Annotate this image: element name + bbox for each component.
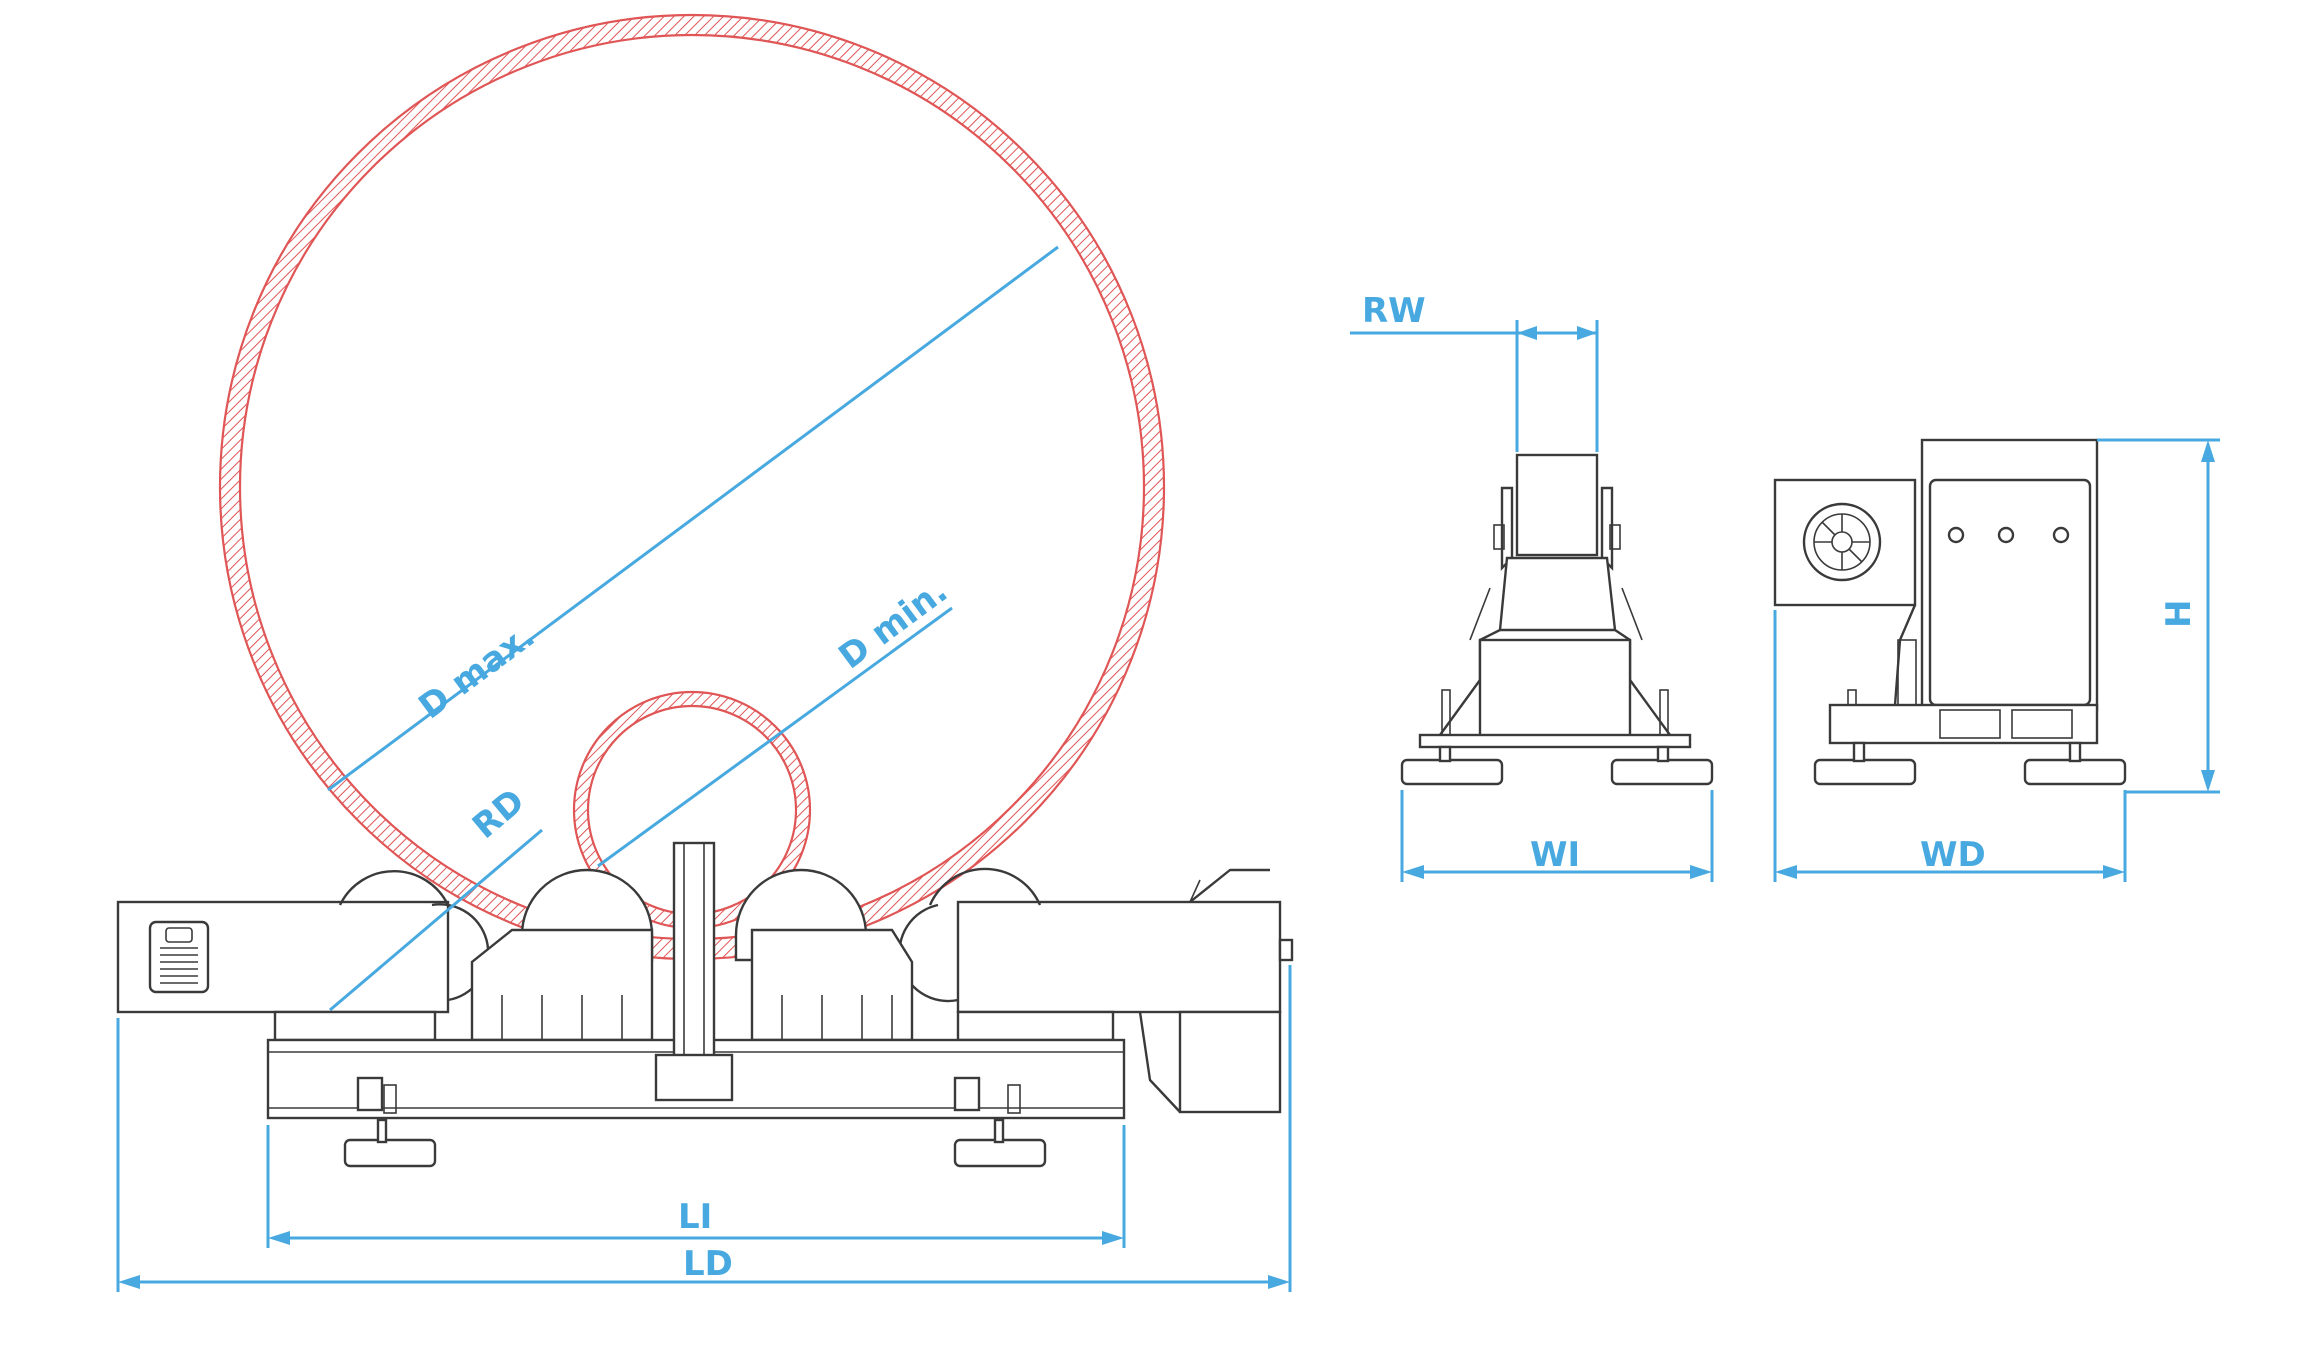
label-rd: RD	[465, 781, 532, 847]
side-view: RW WI	[1350, 291, 1714, 882]
dimension-h: H	[2097, 438, 2220, 794]
pipe-max	[218, 13, 1166, 961]
indicator-2	[1997, 526, 2015, 544]
dimension-wd: WD	[1773, 610, 2127, 882]
roller-brackets	[273, 928, 1115, 1042]
label-wd: WD	[1920, 835, 1986, 875]
side-foot-right	[1610, 758, 1714, 786]
end-foot-right	[2023, 758, 2127, 786]
front-view: D max. D min. RD LI LD	[116, 13, 1294, 1292]
label-d-min: D min.	[832, 571, 956, 677]
label-d-max: D max.	[412, 616, 543, 728]
side-roller	[1515, 453, 1599, 557]
side-foot-left	[1400, 758, 1504, 786]
dimension-ld: LD	[116, 965, 1292, 1292]
end-view: H WD	[1773, 438, 2220, 882]
end-base	[1828, 703, 2099, 745]
dimension-d-min: D min.	[597, 571, 956, 868]
dimension-wi: WI	[1400, 790, 1714, 882]
right-motor-box	[956, 868, 1294, 1114]
front-feet	[343, 1076, 1047, 1168]
label-h: H	[2159, 600, 2199, 628]
side-base	[1418, 733, 1692, 749]
indicator-1	[1947, 526, 1965, 544]
label-wi: WI	[1530, 835, 1580, 875]
dimension-d-max: D max.	[327, 245, 1059, 792]
end-foot-left	[1813, 758, 1917, 786]
side-body	[1478, 638, 1632, 742]
center-post	[654, 841, 734, 1102]
indicator-3	[2052, 526, 2070, 544]
dimension-rw: RW	[1350, 291, 1599, 452]
label-li: LI	[678, 1197, 712, 1237]
left-drive-box	[116, 900, 450, 1014]
dimension-li: LI	[266, 1125, 1126, 1248]
label-ld: LD	[683, 1244, 733, 1284]
label-rw: RW	[1362, 291, 1426, 331]
side-bracket	[1498, 556, 1617, 632]
